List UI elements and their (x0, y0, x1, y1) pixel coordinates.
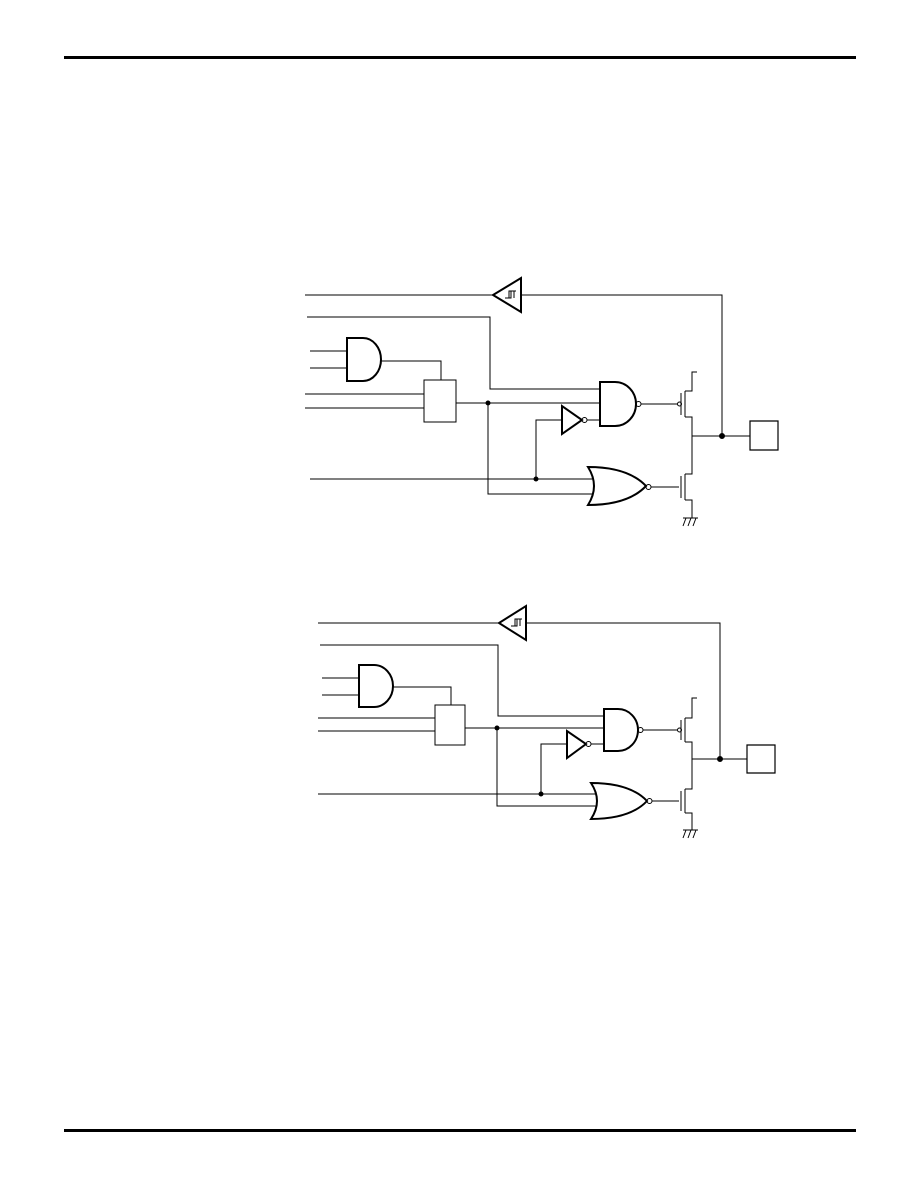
feedback-wire (521, 295, 722, 436)
pad (747, 745, 775, 773)
ground-icon (683, 518, 698, 526)
nand-gate (604, 709, 638, 751)
junction-3 (718, 757, 723, 762)
pmos-transistor (678, 372, 698, 436)
feedback-wire (526, 623, 720, 759)
and-output-wire (393, 687, 451, 705)
nor-gate (591, 783, 647, 819)
junction-3 (720, 434, 725, 439)
logic-block (435, 705, 465, 745)
nand-gate (600, 382, 636, 426)
schmitt-buffer (499, 606, 526, 640)
junction-2 (539, 792, 543, 796)
block-to-nor-wire (488, 403, 592, 494)
nmos-transistor (681, 759, 692, 830)
and-output-wire (381, 361, 441, 380)
input-wire-2 (307, 317, 600, 389)
and-gate (359, 665, 393, 707)
junction-2 (534, 477, 538, 481)
and-gate (347, 338, 381, 381)
enable-to-inverter (536, 420, 562, 479)
nmos-transistor (681, 436, 692, 518)
inverter (567, 731, 586, 758)
footer-rule (64, 1129, 856, 1132)
header-rule (64, 56, 856, 59)
block-to-nor-wire (497, 728, 596, 806)
input-wire-2 (320, 645, 604, 716)
pmos-transistor (678, 698, 698, 759)
ground-icon (683, 830, 698, 838)
enable-to-inverter (541, 744, 567, 794)
pad (750, 421, 778, 450)
logic-block (424, 380, 456, 422)
nor-gate (588, 467, 646, 505)
